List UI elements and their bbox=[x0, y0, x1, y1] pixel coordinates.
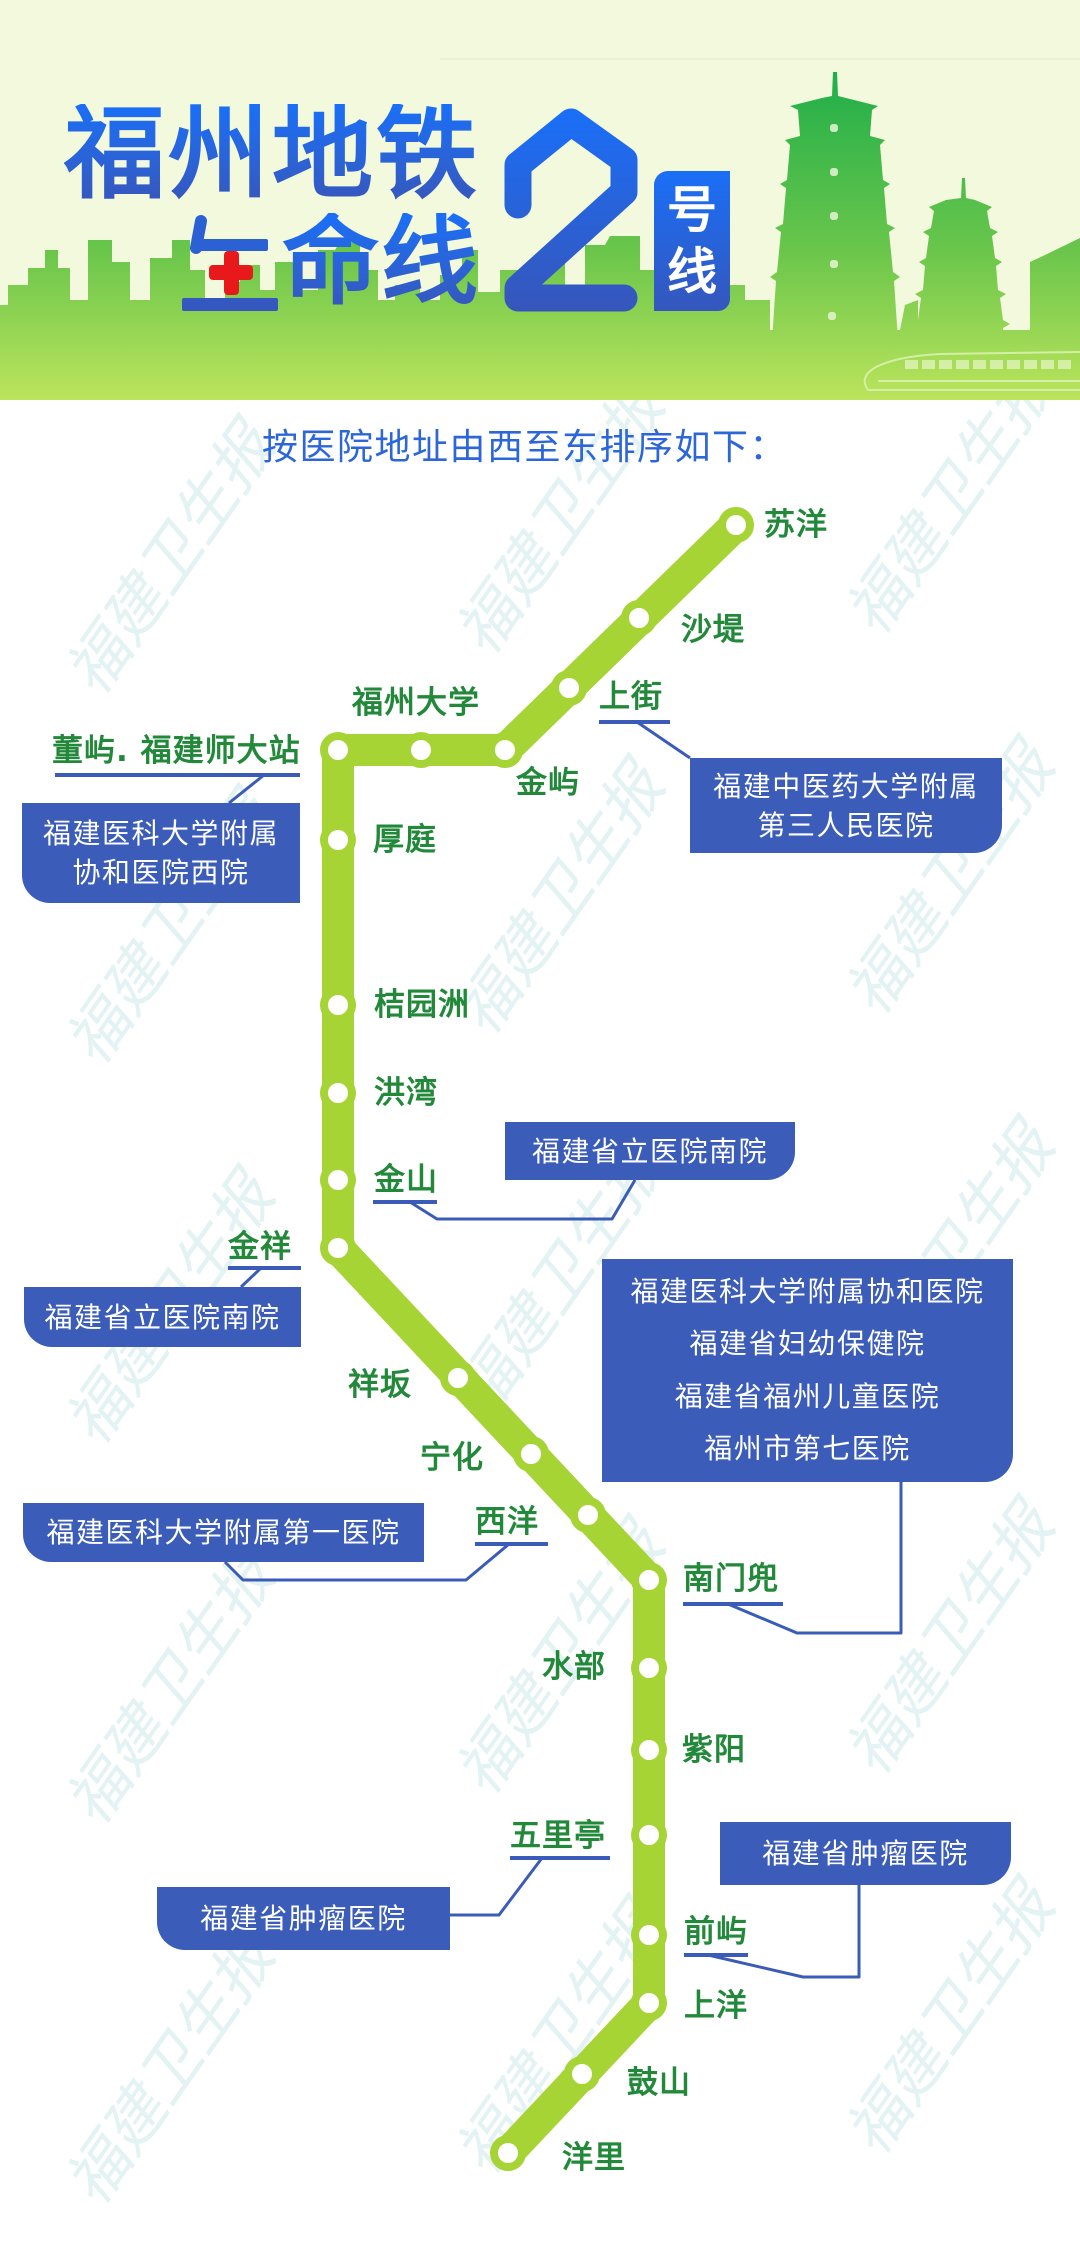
station-underlines bbox=[55, 720, 783, 1957]
train-illustration bbox=[863, 351, 1080, 391]
station-marker-xiyang bbox=[570, 1497, 606, 1533]
hospital-box-shangjie: 福建中医药大学附属 第三人民医院 bbox=[690, 758, 1002, 853]
station-marker-yangli bbox=[490, 2135, 526, 2171]
hospital-box-jinshan: 福建省立医院南院 bbox=[505, 1122, 795, 1180]
hospital-name: 福建省福州儿童医院 bbox=[674, 1379, 941, 1413]
station-marker-ninghua bbox=[513, 1436, 549, 1472]
hospital-name: 福建省肿瘤医院 bbox=[200, 1902, 407, 1935]
station-label-jinyu: 金屿 bbox=[516, 765, 580, 801]
station-label-ziyang: 紫阳 bbox=[682, 1732, 746, 1768]
station-label-xiangban: 祥坂 bbox=[348, 1367, 412, 1403]
header-skyline-illustration bbox=[0, 0, 1080, 400]
train-windows bbox=[905, 360, 1071, 369]
station-label-shangjie: 上街 bbox=[599, 679, 663, 715]
station-marker-jinyu bbox=[487, 732, 523, 768]
station-label-dongyu-fujian-normal-university: 董屿. 福建师大站 bbox=[52, 733, 301, 769]
hospital-name: 福建省肿瘤医院 bbox=[762, 1837, 969, 1870]
station-marker-fuzhou-university bbox=[403, 732, 439, 768]
station-markers bbox=[320, 507, 754, 2171]
hospital-name: 福州市第七医院 bbox=[704, 1432, 911, 1465]
station-marker-nanmendou bbox=[631, 1562, 667, 1598]
station-label-jinshan: 金山 bbox=[374, 1162, 438, 1198]
station-label-houting: 厚庭 bbox=[373, 822, 437, 858]
station-label-hongwan: 洪湾 bbox=[374, 1075, 438, 1111]
header-banner: 福州地铁 生 命线 2 号 线 bbox=[0, 0, 1080, 400]
small-pagoda bbox=[911, 178, 1010, 340]
hospital-name: 福建省立医院南院 bbox=[44, 1300, 281, 1334]
line-suffix-xian: 线 bbox=[667, 243, 717, 301]
subtitle: 按医院地址由西至东排序如下： bbox=[262, 427, 788, 468]
large-pagoda bbox=[770, 72, 900, 340]
station-marker-suyang bbox=[718, 507, 754, 543]
red-cross-icon bbox=[209, 251, 253, 295]
hospital-name: 福建省妇幼保健院 bbox=[689, 1327, 926, 1360]
station-label-gushan: 鼓山 bbox=[627, 2065, 691, 2101]
station-marker-qianyu bbox=[631, 1917, 667, 1953]
station-label-shuibu: 水部 bbox=[542, 1649, 606, 1685]
hospital-box-jinxiang: 福建省立医院南院 bbox=[24, 1287, 301, 1347]
station-marker-juyuanzhou bbox=[320, 987, 356, 1023]
station-label-qianyu: 前屿 bbox=[684, 1914, 748, 1950]
station-label-ninghua: 宁化 bbox=[420, 1440, 484, 1476]
roof-building bbox=[1030, 238, 1080, 340]
station-marker-wuliting bbox=[631, 1817, 667, 1853]
station-marker-ziyang bbox=[631, 1732, 667, 1768]
station-label-jinxiang: 金祥 bbox=[228, 1229, 292, 1265]
city-skyline bbox=[0, 236, 1080, 400]
hospital-box-nanmendou: 福建医科大学附属协和医院 福建省妇幼保健院 福建省福州儿童医院 福州市第七医院 bbox=[602, 1259, 1013, 1482]
line-suffix-hao: 号 bbox=[667, 181, 717, 239]
station-marker-gushan bbox=[564, 2056, 600, 2092]
title-line-2-first-glyph: 生 bbox=[183, 213, 280, 310]
station-marker-jinxiang bbox=[320, 1230, 356, 1266]
hospital-name: 福建医科大学附属协和医院 bbox=[630, 1274, 985, 1308]
hospital-name: 第三人民医院 bbox=[757, 808, 935, 842]
station-marker-shangyang bbox=[631, 1985, 667, 2021]
pagoda-windows bbox=[828, 124, 838, 320]
station-label-shangyang: 上洋 bbox=[684, 1988, 748, 2024]
station-label-shadi: 沙堤 bbox=[681, 612, 745, 648]
station-marker-dongyu bbox=[320, 732, 356, 768]
station-label-xiyang: 西洋 bbox=[475, 1504, 539, 1540]
station-label-juyuanzhou: 桔园洲 bbox=[374, 987, 470, 1023]
hospital-box-qianyu: 福建省肿瘤医院 bbox=[720, 1822, 1011, 1885]
line-number-2-glyph bbox=[504, 108, 638, 312]
station-marker-jinshan bbox=[320, 1162, 356, 1198]
hospital-box-wuliting: 福建省肿瘤医院 bbox=[157, 1887, 450, 1950]
title-sheng-glyph-with-red-cross bbox=[182, 215, 278, 311]
hospital-name: 福建省立医院南院 bbox=[531, 1134, 768, 1168]
station-marker-houting bbox=[320, 822, 356, 858]
station-label-fuzhou-university: 福州大学 bbox=[352, 685, 480, 721]
line-suffix-badge: 号 线 bbox=[654, 171, 730, 311]
hospital-name: 协和医院西院 bbox=[72, 856, 250, 889]
station-label-nanmendou: 南门兜 bbox=[683, 1561, 779, 1597]
station-marker-shadi bbox=[621, 600, 657, 636]
station-marker-shangjie bbox=[551, 670, 587, 706]
hospital-name: 福建医科大学附属 bbox=[42, 817, 279, 850]
station-label-yangli: 洋里 bbox=[562, 2140, 626, 2176]
station-label-suyang: 苏洋 bbox=[764, 507, 828, 543]
hospital-name: 福建医科大学附属第一医院 bbox=[46, 1516, 401, 1549]
hospital-box-dongyu: 福建医科大学附属 协和医院西院 bbox=[22, 803, 300, 903]
station-label-wuliting: 五里亭 bbox=[510, 1818, 606, 1854]
title-line-2: 命线 bbox=[282, 205, 480, 318]
title-line-1: 福州地铁 bbox=[64, 95, 481, 213]
line-number: 2 bbox=[505, 110, 506, 111]
station-marker-hongwan bbox=[320, 1075, 356, 1111]
hospital-leader-lines bbox=[223, 720, 903, 1979]
station-marker-xiangban bbox=[440, 1360, 476, 1396]
station-marker-shuibu bbox=[631, 1650, 667, 1686]
hospital-name: 福建中医药大学附属 bbox=[713, 769, 979, 803]
hospital-box-xiyang: 福建医科大学附属第一医院 bbox=[23, 1503, 424, 1562]
